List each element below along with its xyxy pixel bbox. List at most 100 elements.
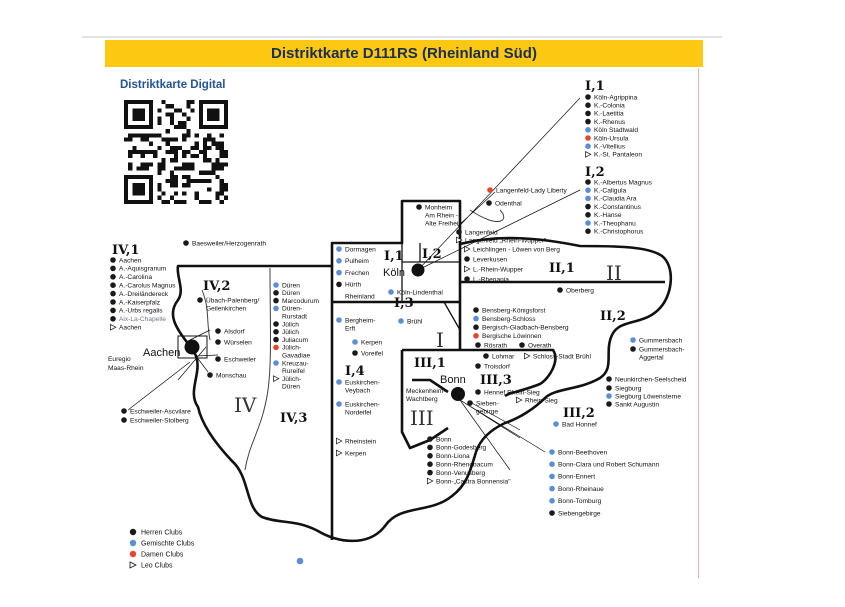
club-i1-label-3[interactable]: K.-Rhenus bbox=[594, 119, 626, 126]
club-bonn-left-label-2[interactable]: Bonn-Liona bbox=[436, 453, 470, 460]
club-i2-label-5[interactable]: K.-Theophanu bbox=[594, 220, 636, 227]
club-siebengebirge-map-label-0[interactable]: Sieben- bbox=[476, 400, 499, 407]
club-dueren-label-11[interactable]: Rureifel bbox=[282, 368, 305, 375]
club-eschweiler-asc-label[interactable]: Eschweiler-Ascvilare bbox=[130, 408, 191, 415]
club-dueren-label-6[interactable]: Jülich bbox=[282, 329, 299, 336]
club-overath-label[interactable]: Overath bbox=[528, 342, 552, 349]
club-langenfeld-lady-label[interactable]: Langenfeld-Lady Liberty bbox=[496, 187, 567, 194]
club-siebengebirge-map-label-1[interactable]: gebirge bbox=[476, 408, 498, 415]
club-eschweiler-stol-label[interactable]: Eschweiler-Stolberg bbox=[130, 417, 189, 424]
club-meckenheim-label-1[interactable]: Wachtberg bbox=[406, 396, 438, 403]
club-monheim-label-0[interactable]: Monheim bbox=[425, 204, 453, 211]
club-dueren-label-9[interactable]: Gavadiae bbox=[282, 353, 311, 360]
club-leverkusen-label[interactable]: Leverkusen bbox=[473, 256, 507, 263]
club-west-koeln-label-1[interactable]: Pulheim bbox=[345, 258, 369, 265]
club-bonn-left-label-0[interactable]: Bonn bbox=[436, 436, 452, 443]
club-iv1-label-1[interactable]: A.-Aquisgranum bbox=[119, 266, 167, 273]
club-dueren-label-13[interactable]: Düren bbox=[282, 384, 300, 391]
club-bad-honnef-label[interactable]: Bad Honnef bbox=[562, 421, 597, 428]
club-langenfeld-label[interactable]: Langenfeld bbox=[465, 229, 498, 236]
club-bonn-right-label-4[interactable]: Bonn-Tomburg bbox=[558, 498, 602, 505]
club-siegburg-loew-label[interactable]: Siegburg Löwensterne bbox=[615, 393, 681, 400]
club-sankt-augustin-label[interactable]: Sankt Augustin bbox=[615, 401, 659, 408]
club-dueren-label-4[interactable]: Rurstadt bbox=[282, 314, 307, 321]
club-bonn-right-label-2[interactable]: Bonn-Ennert bbox=[558, 474, 595, 481]
club-bonn-left-label-3[interactable]: Bonn-Rhenobacum bbox=[436, 462, 493, 469]
club-uebach-label-1[interactable]: Geilenkirchen bbox=[206, 305, 247, 312]
club-gummersbach-label[interactable]: Gummersbach bbox=[639, 337, 683, 344]
club-oberberg-label[interactable]: Oberberg bbox=[566, 287, 594, 294]
club-west-koeln-label-4[interactable]: Rheinland bbox=[345, 294, 375, 301]
club-i2-label-3[interactable]: K.-Constantinus bbox=[594, 204, 642, 211]
club-dueren-label-7[interactable]: Juliacum bbox=[282, 337, 309, 344]
club-i2-label-0[interactable]: K.-Albertus Magnus bbox=[594, 179, 653, 186]
club-i1-label-4[interactable]: Köln Stadtwald bbox=[594, 127, 638, 134]
club-i2-label-6[interactable]: K.-Christophorus bbox=[594, 229, 644, 236]
club-l-rhein-wupper-label[interactable]: L.-Rhein-Wupper bbox=[473, 266, 524, 273]
club-meckenheim-label-0[interactable]: Meckenheim- bbox=[406, 388, 446, 395]
club-schloss-bruehl-label[interactable]: Schloss-Stadt Brühl bbox=[533, 353, 591, 360]
club-baesweiler-label[interactable]: Baesweiler/Herzogenrath bbox=[192, 240, 266, 247]
club-euregio-label-1[interactable]: Maas-Rhein bbox=[108, 365, 144, 372]
club-rhein-sieg-label[interactable]: Rhein-Sieg bbox=[525, 397, 558, 404]
qr-code[interactable] bbox=[124, 100, 228, 204]
club-dueren-label-12[interactable]: Jülich- bbox=[282, 376, 301, 383]
club-i1-label-0[interactable]: Köln-Agrippina bbox=[594, 94, 638, 101]
club-kerpen-label[interactable]: Kerpen bbox=[361, 339, 383, 346]
club-uebach-label-0[interactable]: Übach-Palenberg/ bbox=[206, 296, 259, 304]
club-voreifel-label[interactable]: Voreifel bbox=[361, 350, 384, 357]
club-monschau-label[interactable]: Monschau bbox=[216, 372, 247, 379]
club-monheim-label-1[interactable]: Am Rhein - bbox=[425, 212, 458, 219]
club-euskirchen-veybach-label-1[interactable]: Veybach bbox=[345, 387, 371, 394]
club-troisdorf-label[interactable]: Troisdorf bbox=[484, 363, 510, 370]
club-ii-label-0[interactable]: Bensberg-Königsforst bbox=[482, 307, 546, 314]
club-i2-label-4[interactable]: K.-Hanse bbox=[594, 212, 622, 219]
club-lindenthal-label[interactable]: Köln-Lindenthal bbox=[397, 289, 443, 296]
club-iv1-label-8[interactable]: Aachen bbox=[119, 325, 142, 332]
club-euskirchen-veybach-label-0[interactable]: Euskirchen- bbox=[345, 379, 380, 386]
club-bonn-left-label-4[interactable]: Bonn-Venusberg bbox=[436, 470, 485, 477]
club-kerpen-leo-label[interactable]: Kerpen bbox=[345, 450, 367, 457]
club-eschweiler-label[interactable]: Eschweiler bbox=[224, 356, 257, 363]
club-ii-label-3[interactable]: Bergische Löwinnen bbox=[482, 333, 542, 340]
club-odenthal-label[interactable]: Odenthal bbox=[495, 200, 522, 207]
club-roesrath-label[interactable]: Rösrath bbox=[484, 342, 507, 349]
club-iv1-label-6[interactable]: A.-Urbs regalis bbox=[119, 308, 163, 315]
club-hennef-label[interactable]: Hennef Rhein-Sieg bbox=[484, 389, 540, 396]
club-euskirchen-nordeifel-label-0[interactable]: Euskirchen- bbox=[345, 401, 380, 408]
club-euregio-label-0[interactable]: Euregio bbox=[108, 356, 131, 363]
club-iv1-label-5[interactable]: A.-Kaiserpfalz bbox=[119, 299, 160, 306]
club-wuerselen-label[interactable]: Würselen bbox=[224, 339, 252, 346]
digital-map-label[interactable]: Distriktkarte Digital bbox=[120, 79, 226, 91]
club-lohmar-label[interactable]: Lohmar bbox=[492, 353, 515, 360]
club-bergheim-label-1[interactable]: Erft bbox=[345, 325, 355, 332]
club-neunkirchen-label[interactable]: Neunkirchen-Seelscheid bbox=[615, 376, 687, 383]
club-bonn-right-label-3[interactable]: Bonn-Rheinaue bbox=[558, 486, 604, 493]
club-gummersbach-aggertal-label-0[interactable]: Gummersbach- bbox=[639, 346, 684, 353]
club-iv1-label-2[interactable]: A.-Carolina bbox=[119, 274, 152, 281]
club-bergheim-label-0[interactable]: Bergheim- bbox=[345, 317, 375, 324]
club-bonn-left-label-5[interactable]: Bonn-„Castra Bonnensia" bbox=[436, 478, 511, 485]
club-alsdorf-label[interactable]: Alsdorf bbox=[224, 328, 245, 335]
club-dueren-label-10[interactable]: Kreuzau- bbox=[282, 360, 309, 367]
club-langenfeld-leo-label[interactable]: Langenfeld „Rhein-Wupper" bbox=[465, 237, 547, 244]
club-bonn-right-label-5[interactable]: Siebengebirge bbox=[558, 510, 601, 517]
club-i1-label-6[interactable]: K.-Vitellius bbox=[594, 144, 626, 151]
club-i2-label-1[interactable]: K.-Caligula bbox=[594, 188, 627, 195]
club-leichlingen-label[interactable]: Leichlingen - Löwen von Berg bbox=[473, 246, 560, 253]
club-iv1-label-7[interactable]: Aix-La-Chapelle bbox=[119, 316, 166, 323]
club-bonn-right-label-1[interactable]: Bonn-Clara und Robert Schumann bbox=[558, 462, 659, 469]
club-iv1-label-4[interactable]: A.-Dreiländereck bbox=[119, 291, 169, 298]
club-dueren-label-8[interactable]: Jülich- bbox=[282, 345, 301, 352]
club-west-koeln-label-3[interactable]: Hürth bbox=[345, 282, 361, 289]
club-i1-label-7[interactable]: K.-St. Pantaleon bbox=[594, 152, 642, 159]
club-dueren-label-1[interactable]: Düren bbox=[282, 290, 300, 297]
club-l-rhenania-label[interactable]: L.-Rhenania bbox=[473, 276, 509, 283]
club-bruehl-label[interactable]: Brühl bbox=[407, 318, 423, 325]
club-i1-label-5[interactable]: Köln-Ursula bbox=[594, 135, 629, 142]
club-bonn-left-label-1[interactable]: Bonn-Godesberg bbox=[436, 445, 487, 452]
club-ii-label-1[interactable]: Bensberg-Schloss bbox=[482, 316, 536, 323]
club-dueren-label-3[interactable]: Düren- bbox=[282, 306, 302, 313]
club-gummersbach-aggertal-label-1[interactable]: Aggertal bbox=[639, 354, 664, 361]
club-iv1-label-3[interactable]: A.-Carolus Magnus bbox=[119, 283, 176, 290]
